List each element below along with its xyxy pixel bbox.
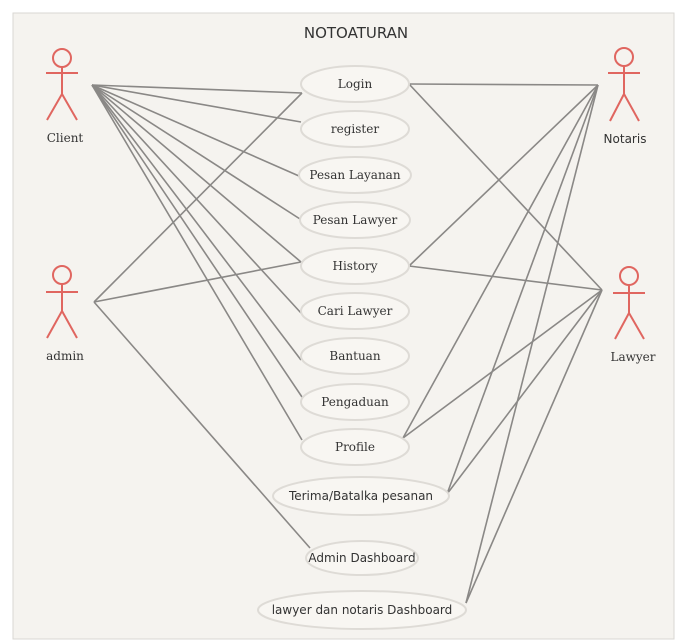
actor-lawyer[interactable]: Lawyer bbox=[610, 266, 656, 364]
usecase-lawyer-notaris-dashboard-label: lawyer dan notaris Dashboard bbox=[272, 603, 453, 617]
usecase-pesan-lawyer-label: Pesan Lawyer bbox=[313, 213, 398, 227]
association-admin-admin_dashboard bbox=[93, 301, 311, 549]
association-notaris-history bbox=[408, 84, 599, 267]
association-notaris-terima_batalka bbox=[446, 84, 599, 495]
association-client-login bbox=[91, 84, 303, 94]
association-lines bbox=[91, 83, 603, 604]
actor-client-label: Client bbox=[47, 131, 84, 145]
association-notaris-lawyer_notaris_dashboard bbox=[465, 84, 599, 604]
actor-admin[interactable]: admin bbox=[46, 265, 84, 363]
usecase-register[interactable]: register bbox=[300, 110, 410, 148]
association-client-bantuan bbox=[91, 84, 302, 361]
actor-admin-label: admin bbox=[46, 349, 84, 363]
diagram-title: NOTOATURAN bbox=[304, 24, 408, 42]
actor-lawyer-label: Lawyer bbox=[610, 350, 655, 364]
actor-client[interactable]: Client bbox=[46, 48, 84, 145]
usecase-profile[interactable]: Profile bbox=[300, 428, 410, 466]
usecase-bantuan-label: Bantuan bbox=[329, 349, 380, 363]
usecase-profile-label: Profile bbox=[335, 440, 375, 454]
association-lawyer-history bbox=[408, 265, 603, 291]
actor-notaris[interactable]: Notaris bbox=[604, 47, 647, 146]
association-lawyer-profile bbox=[402, 289, 603, 439]
actor-head-icon bbox=[614, 47, 634, 67]
usecase-terima-batalka[interactable]: Terima/Batalka pesanan bbox=[272, 476, 450, 516]
association-client-pesan_lawyer bbox=[91, 84, 301, 220]
usecase-pesan-layanan[interactable]: Pesan Layanan bbox=[298, 156, 412, 194]
usecase-history[interactable]: History bbox=[300, 247, 410, 285]
usecase-pengaduan[interactable]: Pengaduan bbox=[300, 383, 410, 421]
association-client-history bbox=[91, 84, 302, 263]
usecase-admin-dashboard[interactable]: Admin Dashboard bbox=[305, 540, 419, 576]
association-admin-history bbox=[93, 261, 302, 303]
usecase-lawyer-notaris-dashboard[interactable]: lawyer dan notaris Dashboard bbox=[257, 590, 467, 630]
actor-head-icon bbox=[619, 266, 639, 286]
association-lawyer-login bbox=[408, 83, 603, 291]
actor-head-icon bbox=[52, 265, 72, 285]
usecase-cari-lawyer-label: Cari Lawyer bbox=[318, 304, 393, 318]
association-lawyer-terima_batalka bbox=[446, 289, 603, 495]
usecase-terima-batalka-label: Terima/Batalka pesanan bbox=[288, 489, 433, 503]
association-notaris-login bbox=[408, 83, 599, 86]
usecase-cari-lawyer[interactable]: Cari Lawyer bbox=[300, 292, 410, 330]
association-client-register bbox=[91, 84, 302, 123]
usecase-pesan-layanan-label: Pesan Layanan bbox=[309, 168, 400, 182]
usecase-history-label: History bbox=[332, 259, 377, 273]
association-notaris-profile bbox=[402, 84, 599, 439]
usecase-pengaduan-label: Pengaduan bbox=[321, 395, 389, 409]
association-client-pengaduan bbox=[91, 84, 303, 398]
association-admin-login bbox=[93, 92, 303, 303]
association-client-profile bbox=[91, 84, 303, 441]
actor-head-icon bbox=[52, 48, 72, 68]
usecase-pesan-lawyer[interactable]: Pesan Lawyer bbox=[299, 201, 411, 239]
usecase-login[interactable]: Login bbox=[300, 65, 410, 103]
usecase-login-label: Login bbox=[338, 77, 373, 91]
usecase-bantuan[interactable]: Bantuan bbox=[300, 337, 410, 375]
usecase-register-label: register bbox=[331, 122, 379, 136]
association-lawyer-lawyer_notaris_dashboard bbox=[465, 289, 603, 604]
usecase-admin-dashboard-label: Admin Dashboard bbox=[308, 551, 415, 565]
association-client-pesan_layanan bbox=[91, 84, 300, 177]
actor-notaris-label: Notaris bbox=[604, 132, 647, 146]
